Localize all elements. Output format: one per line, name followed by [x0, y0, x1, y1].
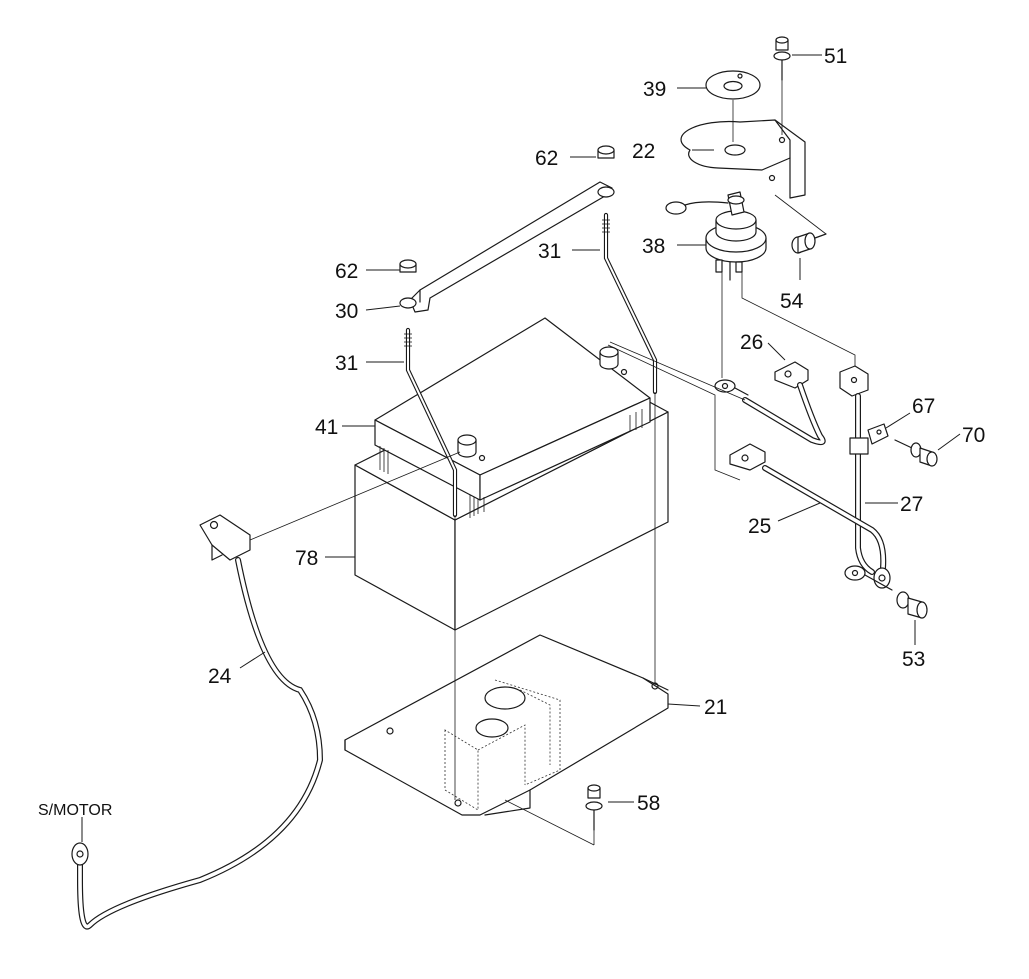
callout-26: 26	[740, 331, 763, 354]
callout-51: 51	[824, 45, 847, 68]
cable-24	[71, 514, 324, 930]
callout-25: 25	[748, 515, 771, 538]
hold-down-rod-right	[602, 212, 658, 395]
hold-down-bar	[399, 181, 615, 313]
callout-27: 27	[900, 493, 923, 516]
callout-62-lower: 62	[335, 260, 358, 283]
bolt-54	[774, 194, 827, 254]
callout-38: 38	[642, 235, 665, 258]
bolt-51	[773, 36, 791, 135]
cable-27	[839, 365, 889, 575]
cable-25	[729, 443, 893, 591]
key-switch	[665, 191, 767, 281]
callout-30: 30	[335, 300, 358, 323]
callout-62: 62	[535, 147, 558, 170]
callout-31-lower: 31	[335, 352, 358, 375]
bolt-70	[894, 439, 938, 467]
switch-bracket	[680, 119, 806, 199]
callout-70: 70	[962, 424, 985, 447]
callout-24: 24	[208, 665, 232, 688]
callout-58: 58	[637, 792, 660, 815]
plate-39	[705, 70, 761, 100]
battery	[354, 317, 669, 631]
bolt-53	[896, 591, 928, 619]
callout-39: 39	[643, 78, 666, 101]
callout-smotor: S/MOTOR	[38, 802, 112, 819]
hold-down-rod-left	[404, 327, 458, 518]
leader-lines	[81, 54, 961, 842]
callout-54: 54	[780, 290, 804, 313]
callout-31: 31	[538, 240, 561, 263]
nut-62-right	[597, 145, 615, 159]
callout-41: 41	[315, 416, 338, 439]
callout-53: 53	[902, 648, 925, 671]
battery-tray	[344, 634, 669, 816]
callout-22: 22	[632, 140, 655, 163]
callout-21: 21	[704, 696, 727, 719]
callout-labels: 51 39 22 62 31 38 54 62 30 31 26 41 67 7…	[38, 45, 985, 819]
cable-26	[714, 361, 826, 446]
callout-78: 78	[295, 547, 318, 570]
bolt-58	[504, 784, 603, 846]
callout-67: 67	[912, 395, 935, 418]
nut-62-left	[399, 259, 417, 273]
